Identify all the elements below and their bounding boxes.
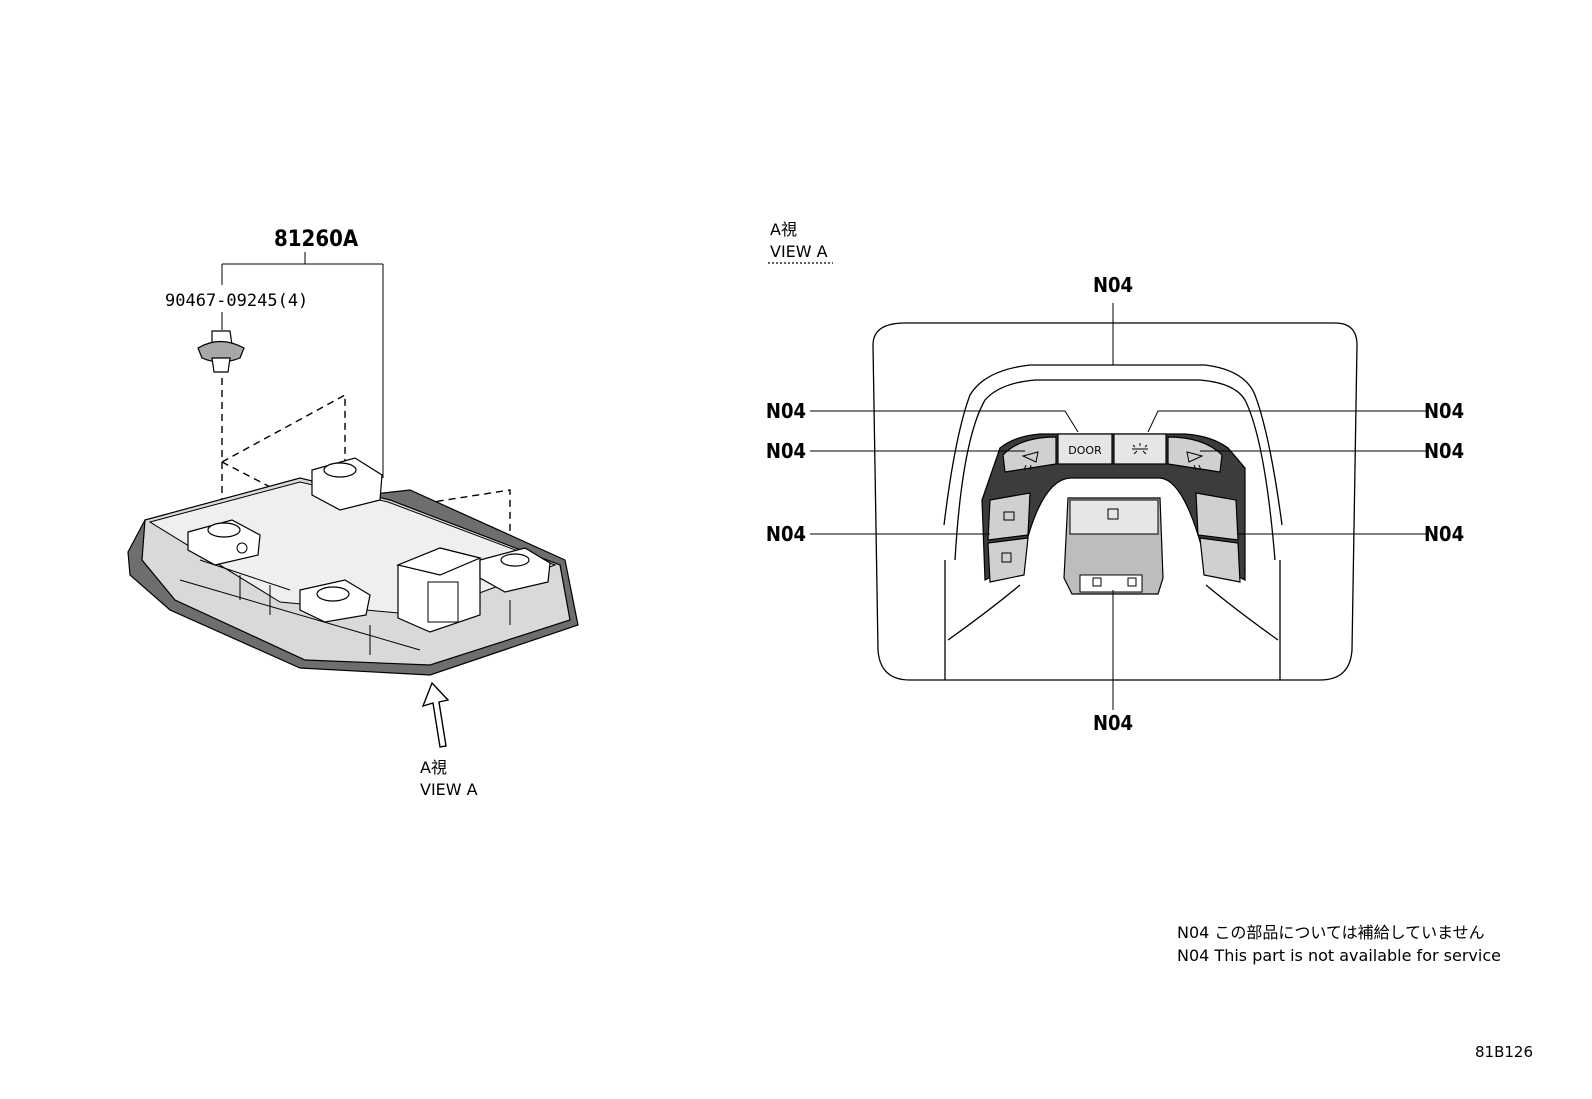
left-upper-switch[interactable] xyxy=(987,492,1031,541)
left-map-light-icon xyxy=(1021,451,1039,471)
door-button-label: DOOR xyxy=(1068,444,1102,457)
note-line-en: N04 This part is not available for servi… xyxy=(1177,946,1501,965)
console-outline xyxy=(872,322,1358,681)
left-lower-switch[interactable] xyxy=(987,537,1029,583)
clip-part-label[interactable]: 90467-09245(4) xyxy=(165,291,308,311)
callout-leaders xyxy=(810,303,1427,710)
view-a-arrow-icon xyxy=(421,681,450,748)
callout-left-1[interactable]: N04 xyxy=(766,399,806,423)
diagram-code: 81B126 xyxy=(1475,1043,1533,1061)
view-arrow-label-en: VIEW A xyxy=(420,780,478,799)
right-lower-switch[interactable] xyxy=(1199,537,1241,583)
left-assembly: 81260A 90467-09245(4) xyxy=(127,227,579,799)
callout-top[interactable]: N04 xyxy=(1093,273,1133,297)
view-a-heading-en: VIEW A xyxy=(770,242,828,261)
sensor-icon xyxy=(1107,508,1119,520)
callout-right-1[interactable]: N04 xyxy=(1424,399,1464,423)
door-button[interactable] xyxy=(1057,433,1113,465)
callout-bottom[interactable]: N04 xyxy=(1093,711,1133,735)
note-line-jp: N04 この部品については補給していません xyxy=(1177,923,1485,942)
overhead-console-housing xyxy=(127,457,579,676)
callout-right-3[interactable]: N04 xyxy=(1424,522,1464,546)
notes: N04 この部品については補給していません N04 This part is n… xyxy=(1177,923,1501,965)
room-light-icon xyxy=(1132,443,1148,455)
clip-icon xyxy=(197,330,245,373)
connector-slot-left xyxy=(1092,577,1102,587)
left-lower-switch-icon xyxy=(1001,552,1012,563)
left-upper-switch-icon xyxy=(1003,511,1015,521)
view-a-detail: A視 VIEW A DOOR xyxy=(766,220,1464,735)
callout-left-2[interactable]: N04 xyxy=(766,439,806,463)
right-map-light-icon xyxy=(1186,451,1204,471)
view-arrow-label-jp: A視 xyxy=(420,758,447,777)
callout-left-3[interactable]: N04 xyxy=(766,522,806,546)
part-number-label[interactable]: 81260A xyxy=(274,227,359,252)
view-a-heading-jp: A視 xyxy=(770,220,797,239)
connector-slot-right xyxy=(1127,577,1137,587)
right-upper-switch[interactable] xyxy=(1195,492,1239,541)
callout-right-2[interactable]: N04 xyxy=(1424,439,1464,463)
